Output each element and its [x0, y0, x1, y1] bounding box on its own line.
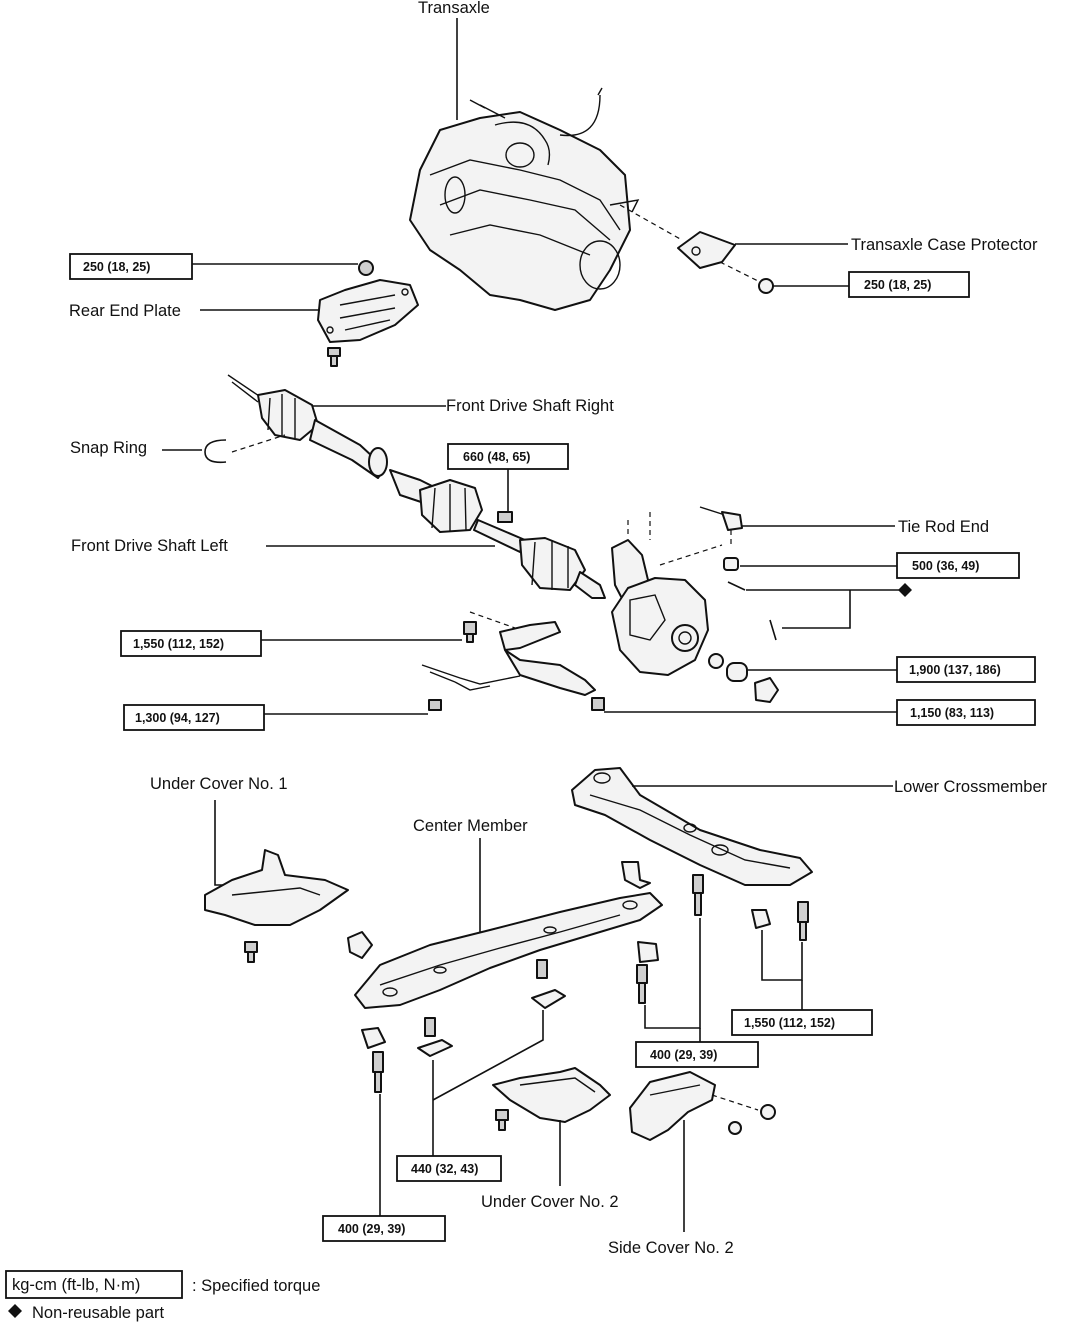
torque-value-lower-arm: 1,150 (83, 113) [910, 706, 994, 720]
torque-value-rear-end-plate: 250 (18, 25) [83, 260, 150, 274]
torque-value-center-member-front: 440 (32, 43) [411, 1162, 478, 1176]
torque-box-hub-nut [896, 656, 1036, 683]
torque-value-crossmember: 1,550 (112, 152) [744, 1016, 835, 1030]
torque-box-center-member-bottom [322, 1215, 446, 1242]
side-cover-no2-label: Side Cover No. 2 [608, 1239, 734, 1257]
side-cover-no2: Side Cover No. 2 [608, 1071, 776, 1257]
drive-shaft-bearing-bolt: 660 (48, 65) [447, 443, 569, 523]
torque-box-ball-joint [120, 630, 262, 657]
torque-value-hub-nut: 1,900 (137, 186) [909, 663, 1001, 677]
tie-rod-nut-and-cotter-pin: 500 (36, 49) [723, 552, 1020, 641]
torque-value-center-member-rear: 400 (29, 39) [650, 1048, 717, 1062]
diamond-icon [8, 1304, 22, 1318]
under-cover-no1-label: Under Cover No. 1 [150, 775, 288, 793]
torque-box-lower-arm [896, 699, 1036, 726]
tie-rod-end-label: Tie Rod End [898, 518, 989, 536]
under-cover-no2: Under Cover No. 2 [481, 1067, 619, 1211]
front-drive-shaft-right-label: Front Drive Shaft Right [446, 397, 614, 415]
torque-value-tie-rod-nut: 500 (36, 49) [912, 559, 979, 573]
torque-box-rear-end-plate [69, 253, 193, 280]
lower-crossmember-label: Lower Crossmember [894, 778, 1048, 796]
torque-value-ball-joint: 1,550 (112, 152) [133, 637, 224, 651]
lower-suspension-arm: 1,550 (112, 152) 1,300 (94, 127) 1,150 (… [120, 611, 1036, 731]
transaxle-illustration: Transaxle [409, 0, 640, 311]
center-member: Center Member 400 (29, 39) 440 (32, 43) … [322, 817, 759, 1242]
lower-crossmember: Lower Crossmember 1,550 (112, 152) [571, 767, 1048, 1036]
legend-nonreusable: Non-reusable part [32, 1304, 164, 1322]
legend-specified-torque: : Specified torque [192, 1277, 320, 1295]
rear-end-plate: 250 (18, 25) Rear End Plate [69, 253, 419, 367]
torque-box-tie-rod-nut [896, 552, 1020, 579]
torque-box-center-member-rear [635, 1041, 759, 1068]
under-cover-no1: Under Cover No. 1 [150, 775, 349, 963]
front-drive-shaft-right: Front Drive Shaft Right [227, 374, 614, 506]
steering-knuckle-hub [611, 512, 723, 676]
torque-box-center-member-front [396, 1155, 502, 1182]
center-member-label: Center Member [413, 817, 528, 835]
snap-ring: Snap Ring [70, 434, 286, 464]
legend-unit-box [5, 1270, 183, 1299]
front-drive-shaft-left-label: Front Drive Shaft Left [71, 537, 228, 555]
torque-box-case-protector [848, 271, 970, 298]
front-drive-shaft-left: Front Drive Shaft Left [71, 479, 606, 599]
legend: kg-cm (ft-lb, N·m) : Specified torque No… [5, 1270, 320, 1322]
tie-rod-end: Tie Rod End [699, 506, 989, 545]
torque-value-stabilizer: 1,300 (94, 127) [135, 711, 220, 725]
transaxle-case-protector-label: Transaxle Case Protector [851, 236, 1038, 254]
torque-value-drive-shaft-bearing: 660 (48, 65) [463, 450, 530, 464]
axle-hub-nut: 1,900 (137, 186) [708, 653, 1036, 703]
transaxle-label: Transaxle [418, 0, 490, 17]
torque-box-stabilizer [123, 704, 265, 731]
snap-ring-label: Snap Ring [70, 439, 147, 457]
under-cover-no2-label: Under Cover No. 2 [481, 1193, 619, 1211]
torque-value-case-protector: 250 (18, 25) [864, 278, 931, 292]
torque-box-drive-shaft-bearing [447, 443, 569, 470]
torque-box-crossmember [731, 1009, 873, 1036]
transaxle-case-protector: Transaxle Case Protector 250 (18, 25) [619, 204, 1038, 298]
legend-unit-label: kg-cm (ft-lb, N·m) [12, 1276, 140, 1294]
rear-end-plate-label: Rear End Plate [69, 302, 181, 320]
torque-value-center-member-bottom: 400 (29, 39) [338, 1222, 405, 1236]
nonreusable-marker-icon [898, 583, 912, 597]
